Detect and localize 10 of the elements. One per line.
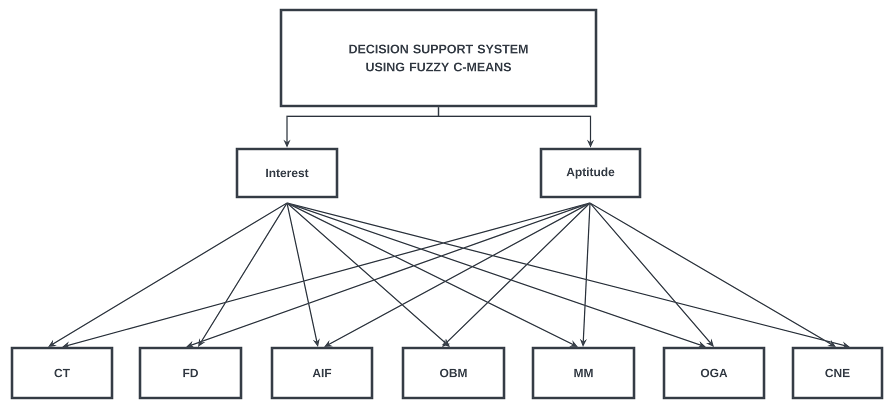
process-box: DECISION SUPPORT SYSTEM USING FUZZY C-MEANS [280, 8, 598, 108]
process-box: OBM [402, 346, 506, 400]
process-box: Aptitude [540, 148, 642, 198]
process-box: FD [138, 346, 242, 400]
process-box: OGA [662, 346, 766, 400]
process-box: MM [532, 346, 636, 400]
process-box: Interest [236, 148, 338, 198]
process-box: AIF [270, 346, 374, 400]
process-box: CT [10, 346, 114, 400]
process-box: CNE [792, 346, 884, 400]
